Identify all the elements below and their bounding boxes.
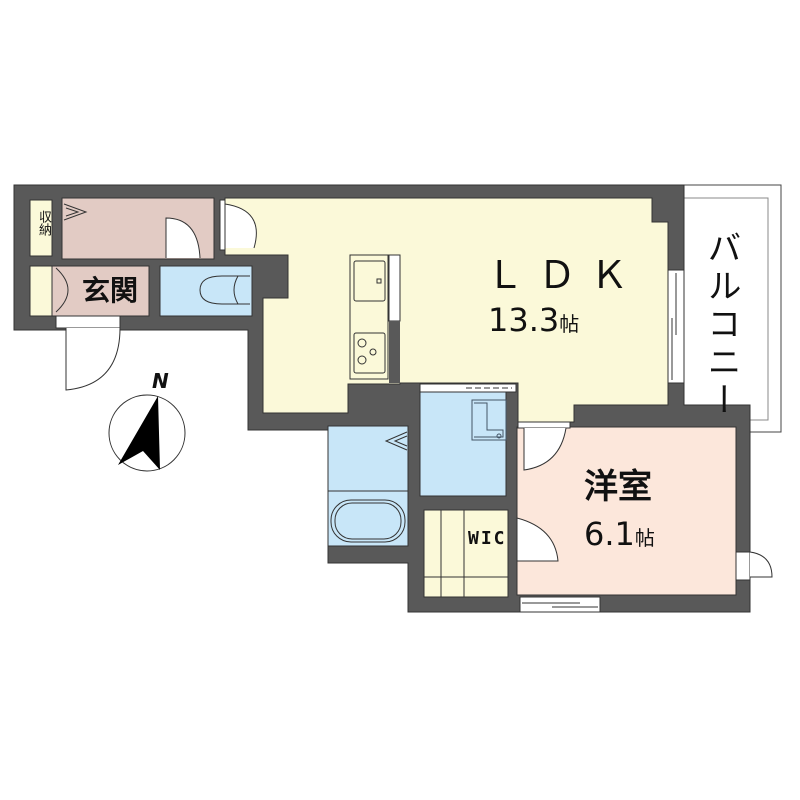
ldk-size-unit: 帖 xyxy=(559,312,580,336)
kitchen-counter xyxy=(349,254,401,383)
western-room-size-unit: 帖 xyxy=(634,526,655,550)
entrance-label: 玄関 xyxy=(82,274,139,307)
wic-shelf-lines xyxy=(424,510,508,597)
doors xyxy=(55,199,773,613)
ldk-size-label: 13.3帖 xyxy=(488,304,579,336)
room-bathroom xyxy=(327,425,409,547)
compass-icon xyxy=(108,394,186,472)
ldk-size-value: 13.3 xyxy=(488,301,560,339)
sink-icon xyxy=(353,260,386,302)
wic-label: WIC xyxy=(468,528,507,549)
room-washroom xyxy=(419,391,507,497)
folding-door-icon xyxy=(384,431,408,451)
washbasin-icon xyxy=(471,399,507,441)
balcony-label: バルコニー xyxy=(701,230,741,420)
western-room-label: 洋室 xyxy=(584,467,652,507)
toilet-fixture-icon xyxy=(199,275,250,305)
balcony-area xyxy=(683,184,782,433)
room-wic xyxy=(423,509,509,598)
stove-icon xyxy=(353,332,386,374)
bathtub-icon xyxy=(330,499,406,543)
compass-north-label: N xyxy=(152,369,169,393)
room-toilet xyxy=(159,265,253,317)
western-room-size-label: 6.1帖 xyxy=(584,518,655,550)
western-room-size-value: 6.1 xyxy=(584,515,635,553)
ldk-label: ＬＤＫ xyxy=(486,253,643,297)
storage-label: 収納 xyxy=(36,210,51,236)
room-storage xyxy=(29,199,53,257)
room-entrance xyxy=(51,265,150,317)
shoe-cabinet xyxy=(29,265,53,317)
